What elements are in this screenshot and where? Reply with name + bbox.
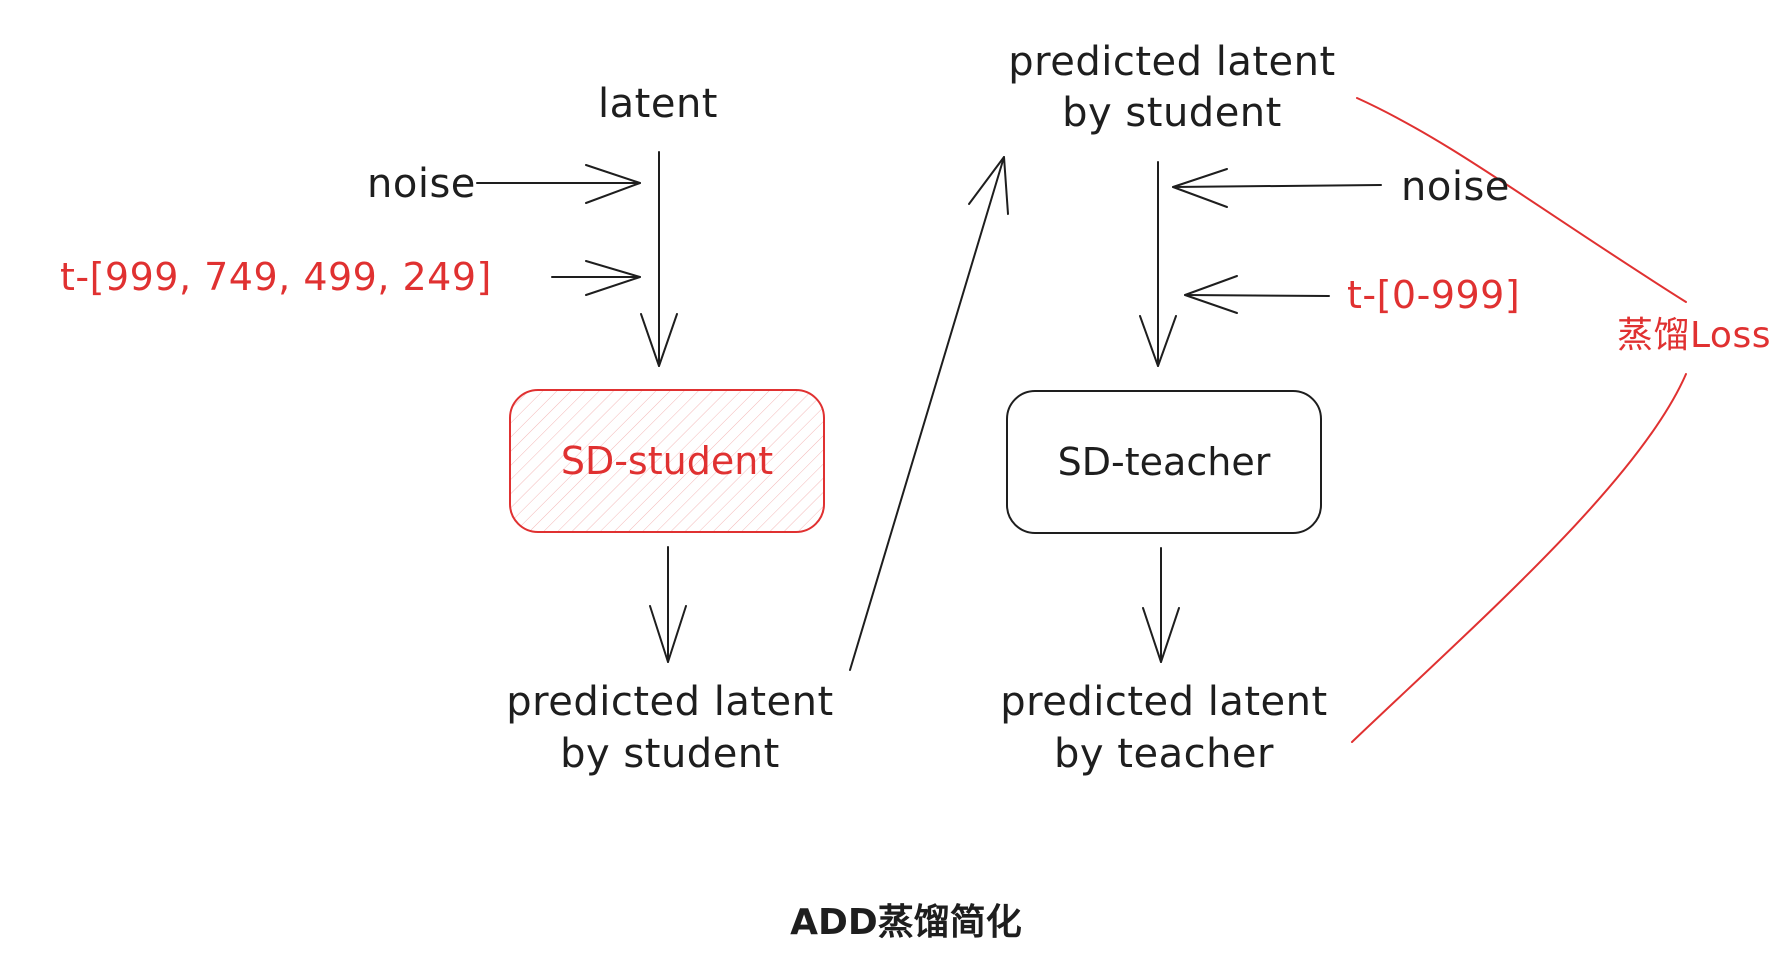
arrow-teacher-to-output bbox=[1142, 547, 1180, 663]
teacher-input-line2: by student bbox=[1062, 90, 1282, 136]
distillation-loss-label: 蒸馏Loss bbox=[1617, 315, 1771, 356]
student-timesteps-label: t-[999, 749, 499, 249] bbox=[60, 255, 492, 299]
arrow-timesteps-to-student bbox=[551, 260, 641, 296]
teacher-input-line1: predicted latent bbox=[1008, 39, 1336, 85]
diagram-title: ADD蒸馏简化 bbox=[790, 902, 1022, 943]
arrow-student-to-output bbox=[649, 546, 687, 663]
arrow-noise-to-teacher bbox=[1172, 168, 1382, 208]
teacher-timesteps-label: t-[0-999] bbox=[1347, 273, 1521, 317]
arrow-timesteps-to-teacher bbox=[1184, 275, 1330, 314]
sd-student-label: SD-student bbox=[560, 439, 774, 483]
sd-teacher-box bbox=[1006, 390, 1322, 534]
loss-curve-lower bbox=[1351, 373, 1687, 743]
sd-teacher-label: SD-teacher bbox=[1057, 440, 1271, 484]
arrow-teacher-input-to-teacher bbox=[1139, 161, 1177, 367]
arrow-latent-to-student bbox=[640, 151, 678, 367]
arrow-noise-to-student bbox=[476, 164, 641, 204]
student-output-line1: predicted latent bbox=[506, 679, 834, 725]
student-output-line2: by student bbox=[560, 731, 780, 777]
arrow-student-output-to-teacher-input bbox=[849, 156, 1009, 671]
teacher-output-line2: by teacher bbox=[1054, 731, 1274, 777]
student-input-label: latent bbox=[598, 81, 718, 127]
sd-student-box bbox=[509, 389, 825, 533]
student-noise-label: noise bbox=[367, 161, 476, 207]
loss-curve-upper bbox=[1356, 97, 1687, 303]
teacher-output-line1: predicted latent bbox=[1000, 679, 1328, 725]
teacher-noise-label: noise bbox=[1401, 164, 1510, 210]
